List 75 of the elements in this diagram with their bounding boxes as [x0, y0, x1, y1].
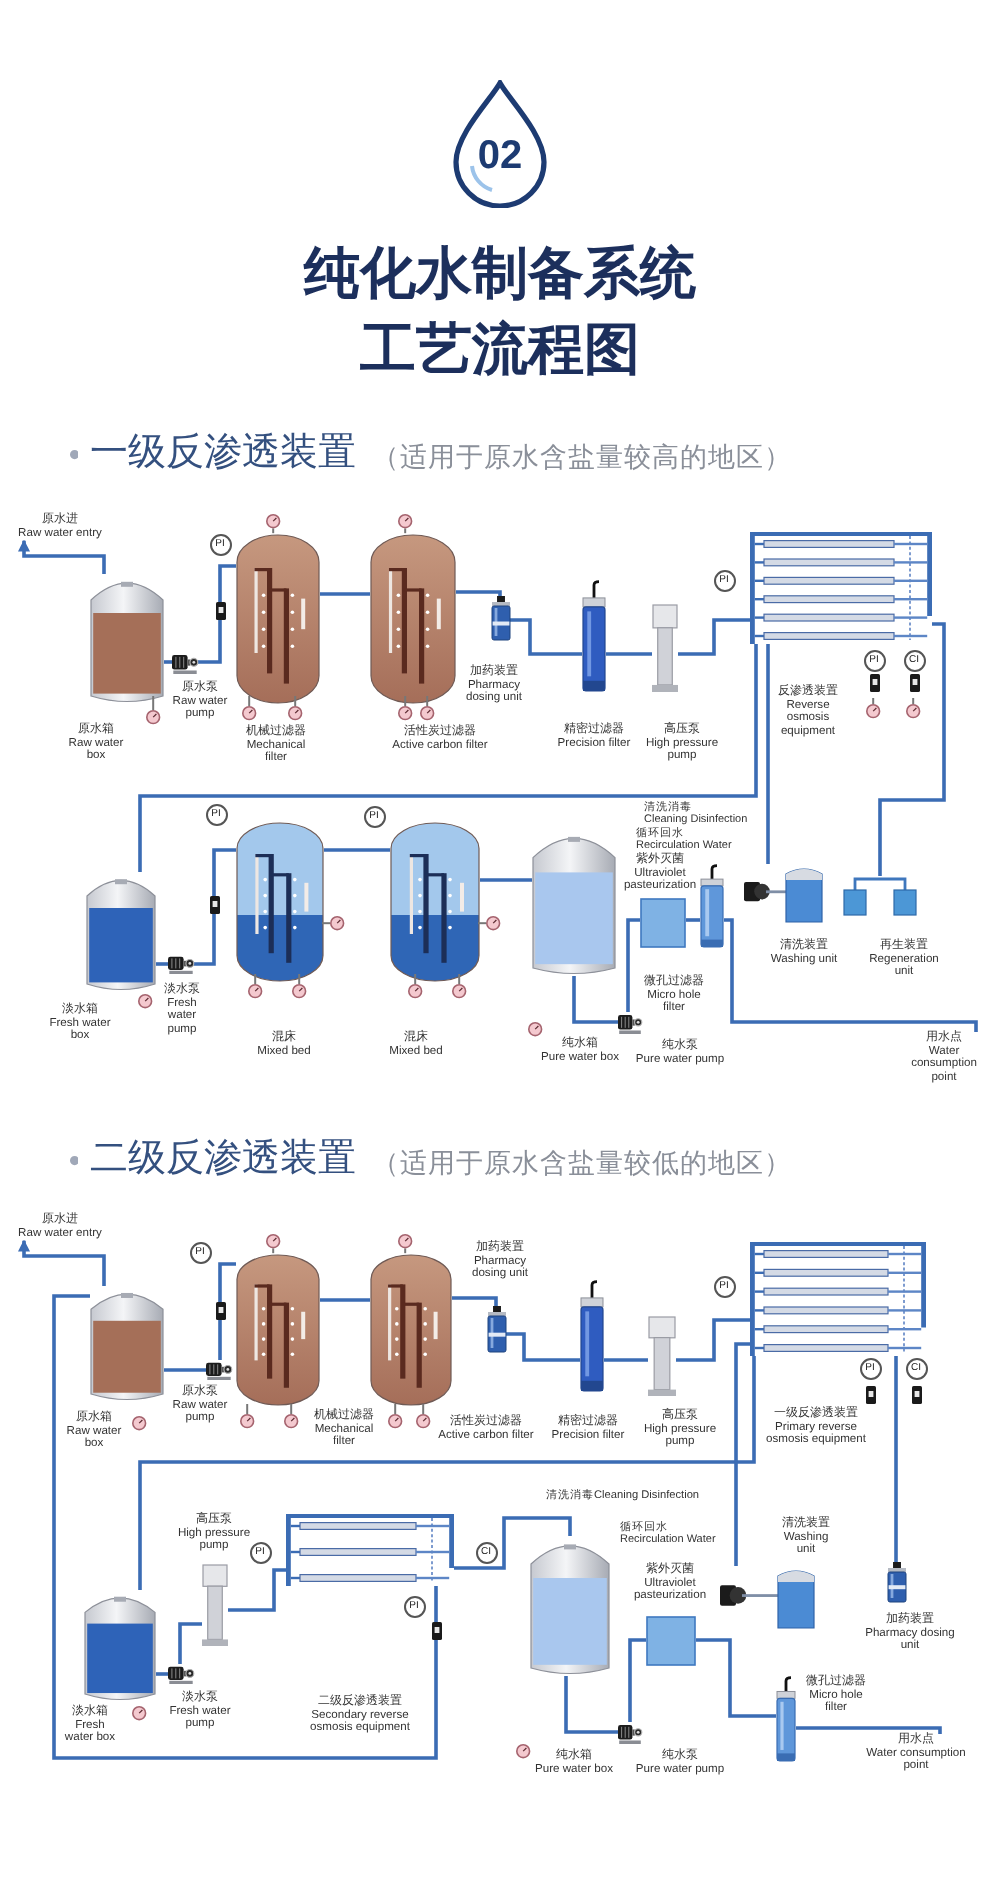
- section-note: （适用于原水含盐量较高的地区）: [372, 439, 794, 473]
- pump: [206, 1360, 232, 1380]
- pipe: [724, 918, 978, 1032]
- pipe: [156, 1672, 168, 1676]
- section-heading: 二级反渗透装置: [90, 1136, 358, 1182]
- drop-badge: 02: [450, 80, 550, 208]
- pipe: [604, 1358, 648, 1362]
- pipe: [456, 590, 502, 596]
- pipe: [52, 1294, 438, 1760]
- pipe: [164, 1368, 206, 1372]
- pipe: [676, 1318, 750, 1362]
- high-pressure-pump: [202, 1564, 228, 1646]
- pipe: [320, 1298, 370, 1302]
- filter-vessel: [236, 534, 320, 704]
- pipe: [686, 918, 700, 922]
- filter-vessel: [236, 1254, 320, 1406]
- membrane-rack: [750, 1242, 926, 1356]
- pipe: [564, 1676, 618, 1734]
- pipe: [766, 644, 770, 864]
- pipe: [218, 1262, 236, 1360]
- pipe: [796, 1726, 942, 1734]
- membrane-rack: [750, 532, 932, 644]
- cartridge-filter: [580, 1280, 604, 1392]
- pipe: [734, 1342, 750, 1566]
- pipe: [678, 618, 750, 656]
- pump: [168, 1664, 194, 1684]
- pump: [168, 954, 194, 974]
- pipe: [480, 878, 532, 882]
- pipe: [138, 644, 758, 872]
- pipe: [628, 1638, 646, 1722]
- pipe: [194, 848, 236, 966]
- cartridge-filter: [582, 580, 606, 692]
- pipe: [324, 848, 390, 852]
- pipe: [626, 918, 640, 1012]
- pipe: [454, 1516, 572, 1570]
- filter-vessel: [370, 1254, 452, 1406]
- pipe: [138, 1356, 756, 1590]
- section-heading: 一级反渗透装置: [90, 430, 358, 476]
- cartridge-filter: [776, 1676, 796, 1762]
- title: 纯化水制备系统工艺流程图: [303, 240, 697, 384]
- pipe: [178, 1622, 202, 1664]
- washing-unit: [720, 1566, 816, 1630]
- pipe: [452, 1296, 498, 1306]
- pipe: [228, 1568, 286, 1612]
- dosing-tank: [492, 596, 510, 640]
- pipe: [572, 976, 618, 1024]
- pump: [618, 1012, 642, 1034]
- section-note: （适用于原水含盐量较低的地区）: [372, 1145, 794, 1179]
- pipe: [18, 539, 106, 574]
- pipe: [696, 1638, 776, 1718]
- cartridge-filter: [700, 864, 724, 948]
- dosing-tank: [888, 1562, 906, 1602]
- pipe: [18, 1239, 106, 1286]
- mixed-bed-vessel: [390, 822, 480, 982]
- dosing-tank: [488, 1306, 506, 1352]
- pipe: [320, 592, 370, 596]
- pump: [172, 652, 198, 674]
- pipe: [606, 652, 652, 656]
- pump: [618, 1722, 642, 1744]
- regeneration-tanks: [840, 876, 920, 916]
- pipe: [156, 962, 168, 966]
- uv-unit: [646, 1616, 696, 1666]
- washing-unit: [744, 864, 824, 924]
- pipe: [894, 1356, 898, 1562]
- pipe: [164, 660, 172, 664]
- pipe: [878, 622, 946, 876]
- mixed-bed-vessel: [236, 822, 324, 982]
- membrane-rack: [286, 1514, 454, 1586]
- uv-unit: [640, 898, 686, 948]
- pipe: [198, 564, 236, 664]
- high-pressure-pump: [648, 1316, 676, 1396]
- pipe: [510, 618, 582, 656]
- filter-vessel: [370, 534, 456, 704]
- high-pressure-pump: [652, 604, 678, 692]
- pipe: [506, 1332, 580, 1362]
